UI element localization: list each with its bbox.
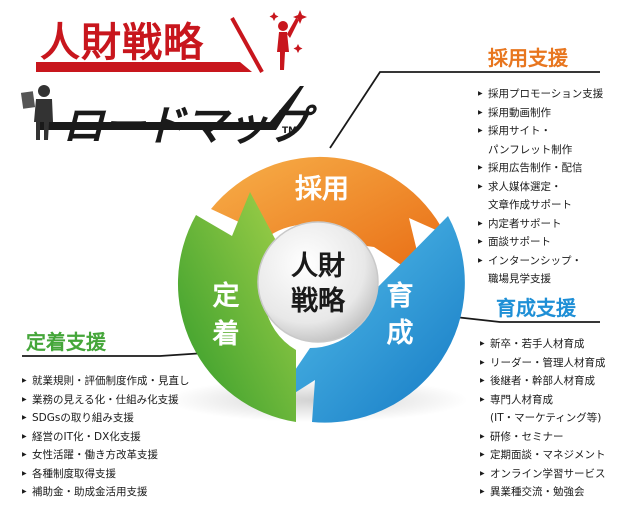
list-item: 補助金・助成金活用支援	[22, 483, 190, 502]
list-item: 経営のIT化・DX化支援	[22, 428, 190, 447]
celebrating-person-icon	[277, 18, 299, 70]
list-item: 採用広告制作・配信	[478, 159, 603, 178]
list-item: パンフレット制作	[488, 143, 573, 156]
list-item: 面談サポート	[478, 233, 603, 252]
cycle-segment-teichaku	[177, 192, 296, 422]
label-ikusei-2: 成	[387, 318, 414, 349]
businessman-icon	[20, 85, 53, 140]
list-item: 採用動画制作	[478, 104, 603, 123]
logo-decoration	[20, 10, 307, 140]
cycle-segment-saiyo	[211, 156, 445, 280]
list-item: SDGsの取り組み支援	[22, 409, 190, 428]
logo-title-line2: ロードマップ	[62, 101, 309, 150]
trademark-mark: TM	[282, 126, 298, 136]
list-item: リーダー・管理人材育成	[480, 354, 606, 373]
label-ikusei-1: 育	[387, 280, 414, 312]
list-item: 女性活躍・働き方改革支援	[22, 446, 190, 465]
label-teichaku-2: 着	[212, 318, 240, 350]
list-item: インターンシップ・	[478, 252, 603, 271]
list-ikusei: 新卒・若手人材育成リーダー・管理人材育成後継者・幹部人材育成専門人材育成 (IT・…	[480, 335, 606, 502]
list-item: 業務の見える化・仕組み化支援	[22, 391, 190, 410]
list-saiyo: 採用プロモーション支援採用動画制作採用サイト・パンフレット制作採用広告制作・配信…	[478, 85, 603, 289]
list-item: 内定者サポート	[478, 215, 603, 234]
list-item: (IT・マーケティング等)	[490, 412, 602, 424]
label-saiyo: 採用	[295, 174, 349, 205]
list-item: 新卒・若手人材育成	[480, 335, 606, 354]
logo-title-line1: 人財戦略	[40, 20, 204, 66]
center-label-2: 戦略	[291, 285, 346, 317]
center-circle	[257, 221, 379, 343]
connector-saiyo	[329, 71, 600, 149]
label-teichaku-1: 定	[213, 280, 240, 312]
list-item: オンライン学習サービス	[480, 465, 606, 484]
logo-red-underline	[36, 62, 252, 72]
list-item: 専門人材育成	[480, 391, 606, 410]
section-title-teichaku: 定着支援	[26, 330, 106, 354]
list-item: 求人媒体選定・	[478, 178, 603, 197]
center-label-1: 人財	[291, 251, 345, 282]
section-title-ikusei: 育成支援	[496, 296, 576, 320]
list-item: 各種制度取得支援	[22, 465, 190, 484]
list-item: 研修・セミナー	[480, 428, 606, 447]
list-item: 異業種交流・勉強会	[480, 483, 606, 502]
logo-black-underline	[36, 86, 304, 130]
list-item: 採用プロモーション支援	[478, 85, 603, 104]
section-title-saiyo: 採用支援	[488, 46, 568, 70]
logo-red-slash	[230, 17, 264, 73]
list-item: 後継者・幹部人材育成	[480, 372, 606, 391]
list-item: 文章作成サポート	[488, 199, 572, 211]
cycle-segment-ikusei	[268, 216, 465, 423]
list-item: 職場見学支援	[488, 273, 551, 285]
sparkle-icon	[269, 10, 307, 53]
list-item: 就業規則・評価制度作成・見直し	[22, 372, 190, 391]
list-item: 採用サイト・	[478, 122, 603, 141]
list-item: 定期面談・マネジメント	[480, 446, 606, 465]
list-teichaku: 就業規則・評価制度作成・見直し業務の見える化・仕組み化支援SDGsの取り組み支援…	[22, 372, 190, 502]
